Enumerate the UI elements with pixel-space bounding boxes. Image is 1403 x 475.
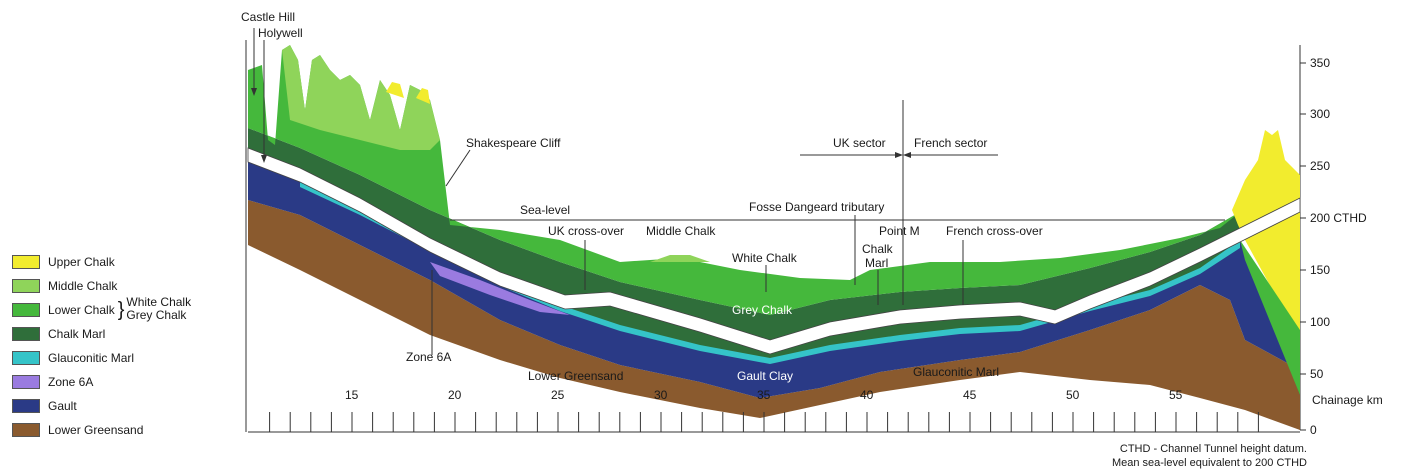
legend-swatch — [12, 255, 40, 269]
legend-item: Gault — [12, 394, 242, 418]
chainage-tick-label: 40 — [860, 388, 874, 402]
chainage-tick-label: 20 — [448, 388, 462, 402]
shakespeare-cliff-label: Shakespeare Cliff — [466, 136, 561, 150]
french-chalk-wedge — [1240, 240, 1300, 395]
footnote-line-1: CTHD - Channel Tunnel height datum. — [1119, 443, 1307, 455]
chalk-marl-label-2: Marl — [865, 256, 888, 270]
legend-label: Zone 6A — [48, 375, 94, 389]
tunnel-band — [247, 147, 1301, 355]
gault-clay-label: Gault Clay — [737, 369, 793, 383]
point-m-label: Point M — [879, 224, 920, 238]
legend-item: Upper Chalk — [12, 250, 242, 274]
height-tick-label: 150 — [1310, 263, 1330, 277]
shakespeare-pointer — [445, 149, 471, 187]
legend-label: Chalk Marl — [48, 327, 106, 341]
chainage-tick-label: 25 — [551, 388, 565, 402]
castle-hill-label: Castle Hill — [241, 10, 295, 24]
legend-item: Lower Chalk } White Chalk Grey Chalk — [12, 296, 242, 322]
height-axis: 350 300 250 200 CTHD 150 100 50 0 — [1300, 56, 1367, 437]
legend-swatch — [12, 351, 40, 365]
legend-brace: } — [117, 299, 125, 321]
grey-chalk-label: Grey Chalk — [732, 303, 793, 317]
white-chalk-label: White Chalk — [732, 251, 798, 265]
legend-swatch — [12, 303, 40, 317]
lower-greensand-label: Lower Greensand — [528, 369, 623, 383]
chalk-marl-layer — [248, 128, 1240, 358]
upper-chalk-england — [386, 82, 430, 104]
chainage-tick-label: 35 — [757, 388, 771, 402]
height-tick-label: 350 — [1310, 56, 1330, 70]
uk-arrow-head — [895, 152, 903, 158]
legend-label: Gault — [48, 399, 77, 413]
holywell-label: Holywell — [258, 26, 303, 40]
legend-label: Glauconitic Marl — [48, 351, 135, 365]
legend-swatch — [12, 423, 40, 437]
chalk-marl-label-1: Chalk — [862, 242, 894, 256]
height-tick-label: 250 — [1310, 159, 1330, 173]
holywell-arrow — [261, 155, 267, 163]
french-sector-label: French sector — [914, 136, 987, 150]
legend-label: Lower Greensand — [48, 423, 144, 437]
castle-hill-arrow — [251, 88, 257, 96]
sea-level-label: Sea-level — [520, 203, 570, 217]
legend-item: Middle Chalk — [12, 274, 242, 298]
chainage-tick-label: 45 — [963, 388, 977, 402]
middle-chalk-layer — [282, 45, 440, 150]
legend-swatch — [12, 399, 40, 413]
gault-layer — [248, 160, 1300, 398]
chainage-tick-label: 50 — [1066, 388, 1080, 402]
chainage-axis: 15 20 25 30 35 40 45 50 55 — [248, 388, 1300, 433]
chainage-tick-label: 15 — [345, 388, 359, 402]
fosse-label: Fosse Dangeard tributary — [749, 200, 884, 214]
legend-item: Glauconitic Marl — [12, 346, 242, 370]
upper-chalk-france — [1232, 130, 1300, 340]
legend-swatch — [12, 327, 40, 341]
footnote: CTHD - Channel Tunnel height datum. Mean… — [1112, 442, 1307, 470]
legend-item: Chalk Marl — [12, 322, 242, 346]
middle-chalk-label: Middle Chalk — [646, 224, 716, 238]
middle-chalk-hump — [650, 255, 710, 262]
uk-crossover-label: UK cross-over — [548, 224, 624, 238]
glauconitic-marl-label: Glauconitic Marl — [913, 365, 999, 379]
height-tick-label: 0 — [1310, 423, 1317, 437]
legend-swatch — [12, 375, 40, 389]
uk-sector-label: UK sector — [833, 136, 886, 150]
height-tick-label: 50 — [1310, 367, 1324, 381]
chainage-axis-label: Chainage km — [1312, 393, 1383, 407]
french-crossover-label: French cross-over — [946, 224, 1043, 238]
legend-label: Lower Chalk — [48, 303, 115, 317]
chainage-tick-label: 30 — [654, 388, 668, 402]
height-tick-label: 200 CTHD — [1310, 211, 1367, 225]
legend-swatch — [12, 279, 40, 293]
footnote-line-2: Mean sea-level equivalent to 200 CTHD — [1111, 457, 1307, 469]
legend-item: Lower Greensand — [12, 418, 242, 442]
height-tick-label: 100 — [1310, 315, 1330, 329]
legend-label: Upper Chalk — [48, 255, 115, 269]
legend-brace-labels: White Chalk Grey Chalk — [126, 296, 191, 322]
chainage-tick-label: 55 — [1169, 388, 1183, 402]
legend: Upper Chalk Middle Chalk Lower Chalk } W… — [12, 250, 242, 442]
legend-label: Middle Chalk — [48, 279, 118, 293]
french-arrow-head — [903, 152, 911, 158]
lower-greensand-layer — [248, 200, 1300, 430]
legend-item: Zone 6A — [12, 370, 242, 394]
zone-6a-label: Zone 6A — [406, 350, 451, 364]
legend-brace-grey: Grey Chalk — [126, 308, 187, 322]
height-tick-label: 300 — [1310, 107, 1330, 121]
zone-6a-layer — [430, 262, 570, 315]
legend-brace-white: White Chalk — [126, 295, 192, 309]
